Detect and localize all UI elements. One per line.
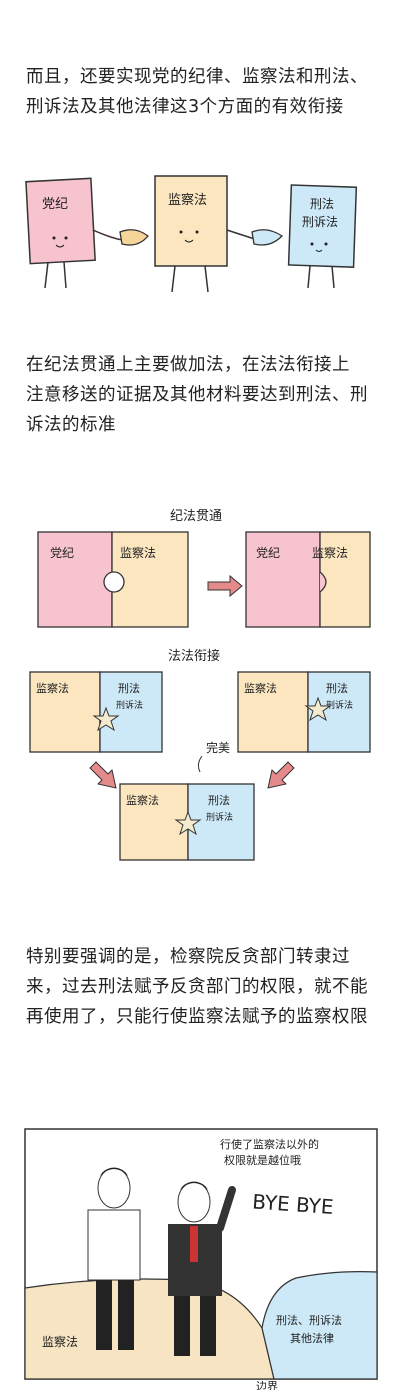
paragraph-1-line-1: 而且，还要实现党的纪律、监察法和刑法、: [26, 67, 368, 87]
law-piece-criminal-left-label-2: 刑诉法: [116, 699, 143, 711]
merged-supervision-piece: [119, 783, 189, 861]
paragraph-2: 在纪法贯通上主要做加法，在法法衔接上 注意移送的证据及其他材料要达到刑法、刑 诉…: [26, 350, 386, 440]
paragraph-3-line-3: 再使用了，只能行使监察法赋予的监察权限: [26, 1007, 368, 1027]
puzzle-piece-supervision-label: 监察法: [120, 546, 156, 560]
arrow-right: [207, 574, 243, 598]
law-piece-criminal-left: [99, 671, 163, 753]
paragraph-1-line-2: 刑诉法及其他法律这3个方面的有效衔接: [26, 97, 344, 117]
paragraph-2-line-2: 注意移送的证据及其他材料要达到刑法、刑: [26, 385, 368, 405]
arrow-down-right: [267, 761, 295, 789]
law-piece-supervision-left: [29, 671, 101, 753]
law-piece-supervision-right: [237, 671, 309, 753]
star-icon: [174, 810, 202, 836]
criminal-law-label-1: 刑法: [310, 197, 334, 211]
puzzle-piece-party-joined-label: 党纪: [256, 545, 280, 560]
paragraph-1: 而且，还要实现党的纪律、监察法和刑法、 刑诉法及其他法律这3个方面的有效衔接: [26, 62, 386, 122]
puzzle-title-1: 纪法贯通: [170, 509, 222, 524]
law-piece-supervision-left-label: 监察法: [36, 681, 69, 695]
comic-panel: 行使了监察法以外的 权限就是越位哦 BYE BYE 监察法 刑法、刑诉法 其他法…: [24, 1128, 378, 1390]
arrow-down-left: [89, 761, 117, 789]
handshake-illustration: 党纪 监察法 刑法 刑诉法: [25, 175, 358, 293]
puzzle-title-2: 法法衔接: [168, 648, 220, 664]
merged-supervision-label: 监察法: [126, 793, 159, 807]
bye-bye-label: BYE BYE: [251, 1189, 334, 1219]
land-right-label-1: 刑法、刑诉法: [276, 1313, 342, 1327]
law-piece-criminal-right: [307, 671, 371, 753]
other-law-water: [261, 1271, 378, 1380]
paragraph-2-line-3: 诉法的标准: [26, 415, 116, 435]
law-piece-supervision-right-label: 监察法: [244, 681, 277, 695]
merged-criminal-label-1: 刑法: [208, 793, 230, 807]
puzzle-illustration: 纪法贯通 党纪 监察法 党纪 监察法 法法衔接 监察法 刑法 刑诉法 监察法 刑…: [29, 509, 371, 861]
land-left-label: 监察法: [42, 1335, 78, 1349]
paragraph-3-line-2: 来，过去刑法赋予反贪部门的权限，就不能: [26, 977, 368, 997]
law-piece-criminal-right-label-2: 刑诉法: [326, 699, 353, 711]
puzzle-piece-party-joined: [245, 531, 321, 628]
puzzle-piece-supervision: [111, 531, 189, 628]
puzzle-piece-party: [37, 531, 113, 628]
party-discipline-card: [25, 177, 96, 265]
criminal-law-card: [287, 184, 358, 268]
star-icon: [304, 696, 332, 722]
puzzle-piece-party-label: 党纪: [50, 545, 74, 560]
star-icon: [92, 706, 120, 732]
paragraph-3-line-1: 特别要强调的是，检察院反贪部门转隶过: [26, 947, 350, 967]
handshake-1: [119, 229, 149, 246]
party-discipline-label: 党纪: [42, 197, 68, 212]
handshake-2: [251, 229, 284, 246]
perfect-label: 完美: [206, 740, 230, 755]
puzzle-piece-supervision-joined: [319, 531, 371, 628]
criminal-law-label-2: 刑诉法: [302, 215, 338, 229]
merged-criminal-piece: [187, 783, 255, 861]
boundary-label: 边界: [256, 1380, 278, 1390]
puzzle-piece-supervision-joined-label: 监察法: [312, 546, 348, 560]
speech-line-2: 权限就是越位哦: [224, 1153, 301, 1167]
law-piece-criminal-left-label-1: 刑法: [118, 681, 140, 695]
speech-line-1: 行使了监察法以外的: [220, 1137, 319, 1151]
law-piece-criminal-right-label-1: 刑法: [326, 681, 348, 695]
supervision-law-card: [154, 175, 228, 267]
merged-criminal-label-2: 刑诉法: [206, 811, 233, 823]
supervision-law-label: 监察法: [168, 193, 207, 208]
paragraph-3: 特别要强调的是，检察院反贪部门转隶过 来，过去刑法赋予反贪部门的权限，就不能 再…: [26, 942, 386, 1032]
paragraph-2-line-1: 在纪法贯通上主要做加法，在法法衔接上: [26, 355, 350, 375]
land-right-label-2: 其他法律: [290, 1331, 334, 1345]
